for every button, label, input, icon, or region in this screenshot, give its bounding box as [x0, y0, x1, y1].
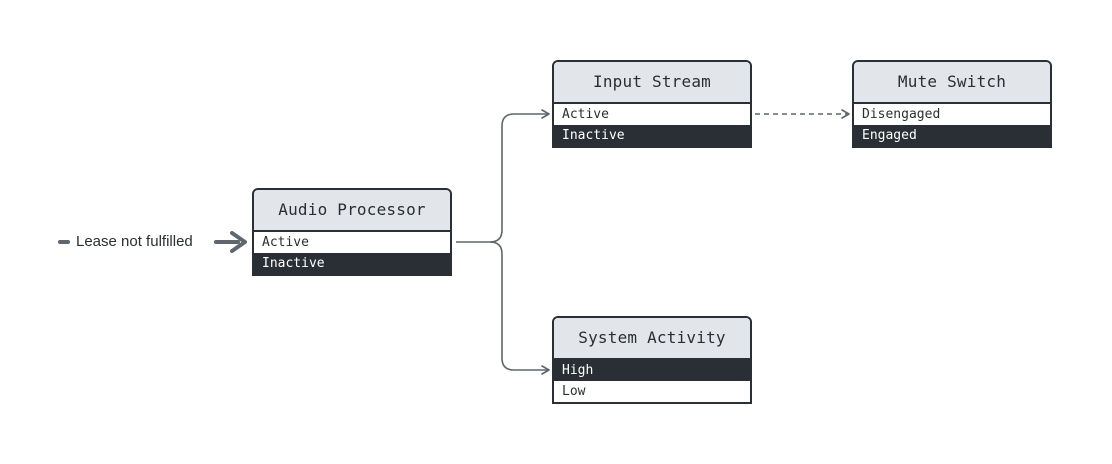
state-active[interactable]: Active	[254, 232, 450, 253]
entry-arrow	[214, 231, 247, 253]
edge-audio-to-system-activity	[489, 241, 550, 375]
node-title: System Activity	[554, 318, 750, 360]
node-system-activity[interactable]: System Activity High Low	[552, 316, 752, 404]
state-active[interactable]: Active	[554, 104, 750, 125]
node-title: Audio Processor	[254, 190, 450, 232]
node-title: Mute Switch	[854, 62, 1050, 104]
node-mute-switch[interactable]: Mute Switch Disengaged Engaged	[852, 60, 1052, 148]
state-inactive[interactable]: Inactive	[554, 125, 750, 146]
state-inactive[interactable]: Inactive	[254, 253, 450, 274]
state-high[interactable]: High	[554, 360, 750, 381]
state-low[interactable]: Low	[554, 381, 750, 402]
node-audio-processor[interactable]: Audio Processor Active Inactive	[252, 188, 452, 276]
node-input-stream[interactable]: Input Stream Active Inactive	[552, 60, 752, 148]
node-title: Input Stream	[554, 62, 750, 104]
entry-label: Lease not fulfilled	[76, 233, 193, 250]
state-disengaged[interactable]: Disengaged	[854, 104, 1050, 125]
edge-audio-to-input-stream	[456, 109, 550, 243]
state-engaged[interactable]: Engaged	[854, 125, 1050, 146]
